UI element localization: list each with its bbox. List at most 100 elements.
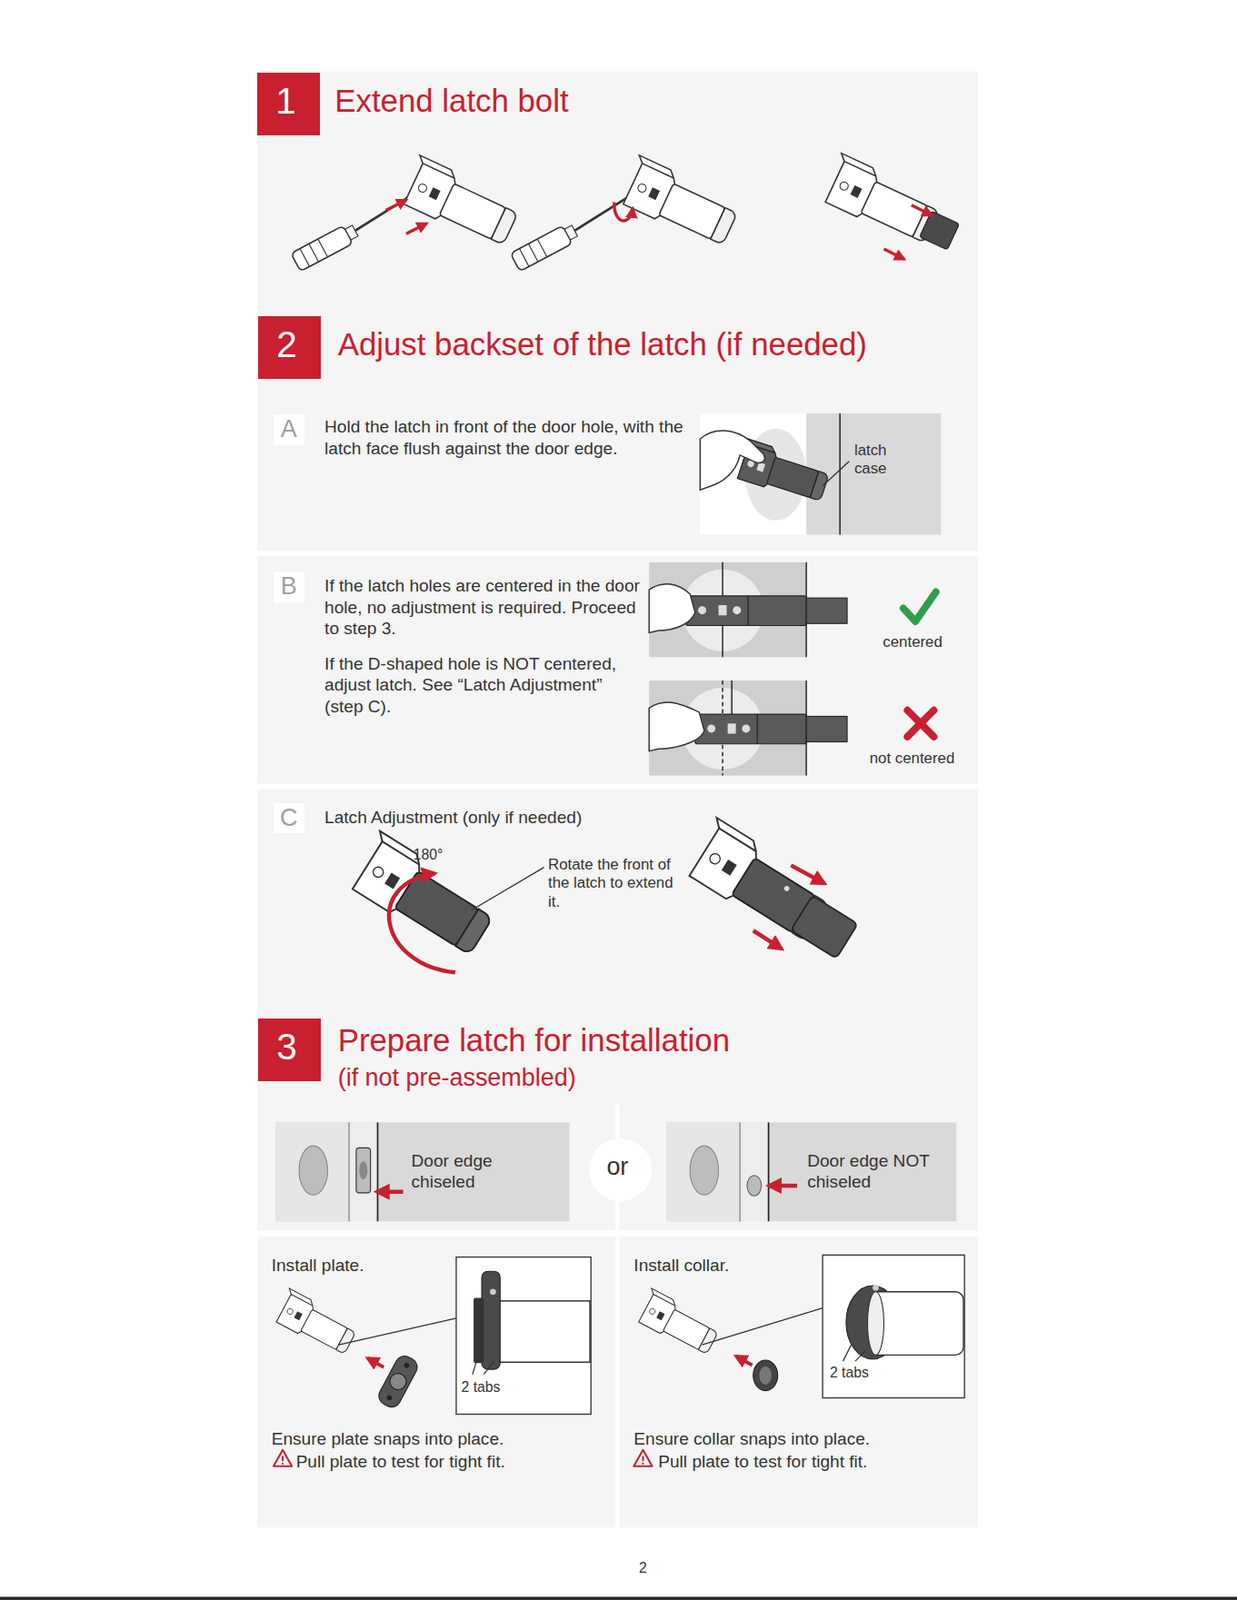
instruction-text: Latch Adjustment (only if needed) [324,807,582,829]
centered-figure-part [748,596,749,627]
install-collar-figure-part [633,1450,652,1467]
rotate-latch-figure-part-part [455,909,493,956]
install-collar-figure-part [822,1255,965,1398]
rotate-latch-figure-part [389,873,456,973]
unchiseled-door-figure-part [768,1184,798,1188]
install-plate-figure-part [375,1353,420,1411]
latch-extended-figure-part [911,205,932,216]
instruction-text: Pull plate to test for tight fit. [296,1451,506,1474]
install-collar-figure-part [872,1285,879,1292]
chiseled-door-figure [275,1122,569,1222]
install-plate-figure-part-part [387,1370,410,1393]
install-plate-figure-part [281,1456,284,1463]
install-collar-figure [633,1255,965,1467]
chiseled-door-figure-part [356,1147,371,1193]
instruction-panel: Install collar. Ensure collar snaps into … [619,1237,978,1528]
instruction-text: Pull plate to test for tight fit. [658,1451,868,1474]
step-number: 2Adjust backset of the latch (if needed) [258,316,321,380]
centered-figure-part [732,606,741,615]
screwdriver-figure-part-part [309,243,320,262]
install-collar-figure-part [702,1308,824,1346]
screwdriver-turn-figure-part-part [510,225,573,271]
panel-ground-part [257,784,978,790]
instruction-text: Install plate. [271,1255,365,1277]
screwdriver-figure-part-part [318,239,329,258]
install-plate-figure-part [473,1297,484,1364]
screwdriver-figure-part-part [290,225,353,271]
centered-figure-part [686,596,808,627]
part-label: latch case [854,441,911,479]
screwdriver-turn-figure-part [614,201,633,221]
install-plate-figure-part [273,1450,292,1467]
status-label: not centered [869,749,956,769]
install-collar-figure-part [736,1356,753,1367]
install-collar-figure-part [641,1463,644,1466]
screwdriver-turn-figure [510,155,743,272]
unchiseled-door-figure-part [768,1122,770,1222]
screwdriver-turn-figure-part-part [528,243,539,262]
not-centered-figure-part [648,702,705,752]
install-plate-figure-part [367,1358,384,1368]
note-label: Rotate the front of the latch to extend … [548,856,683,912]
install-plate-figure-part [498,1301,590,1363]
install-plate-figure-part-part [403,1362,411,1370]
latch-lengthened-figure-part-part [790,896,858,959]
latch-in-door-figure-part [838,413,841,536]
step-number-text: 3 [258,1018,316,1077]
rotate-latch-figure-part-part [346,831,500,961]
not-centered-figure-part [648,680,807,776]
install-plate-figure-part [481,1271,500,1370]
unchiseled-door-figure-part [689,1146,719,1196]
chiseled-door-figure-part [348,1122,350,1222]
chiseled-door-figure-part [377,1122,380,1222]
centered-figure-part [903,591,937,622]
not-centered-figure-part [695,714,807,745]
install-plate-figure-part [272,1288,360,1358]
latch-extended-figure-part [819,153,966,258]
install-plate-figure-part [339,1318,457,1346]
latch-in-door-figure-part [806,413,941,536]
latch-extended-figure [819,153,966,260]
not-centered-figure-part [806,716,848,742]
install-plate-figure-part [281,1463,284,1466]
part-label: 2 tabs [461,1378,501,1397]
substep-letter: C [273,803,305,835]
page-number: 2 [638,1559,648,1577]
not-centered-figure-part [907,710,934,738]
install-collar-figure-part [641,1456,644,1463]
screwdriver-figure-part-part [299,249,310,268]
chiseled-door-figure-part [349,1122,378,1222]
screwdriver-figure-part [290,221,360,272]
install-plate-figure-part [483,1361,494,1376]
substep-letter: A [273,414,305,446]
centered-figure-part [648,562,807,658]
install-collar-figure-part [758,1366,771,1386]
install-collar-figure-part [867,1292,884,1357]
instruction-text: Door edge NOT chiseled [807,1150,956,1194]
rotate-latch-figure [346,831,545,974]
latch-extended-figure-part-part [919,210,960,250]
latch-lengthened-figure-part [753,930,782,949]
door-edge-box: Door edge NOT chiseled [666,1122,961,1222]
or-circle: or [588,1138,652,1202]
step-number-text: 1 [257,72,315,130]
screwdriver-figure-part-part [345,225,359,240]
latch-lengthened-figure-part-part [783,885,791,893]
step-heading: Extend latch bolt [334,82,569,120]
screwdriver-turn-figure-part-part [564,225,578,240]
part-label: 2 tabs [829,1364,869,1382]
panel-ground-part [257,551,978,558]
step-heading: Adjust backset of the latch (if needed) [338,326,868,363]
instruction-text: Ensure collar snaps into place. [633,1428,870,1451]
install-collar-figure-part [843,1345,852,1362]
instruction-text: Ensure plate snaps into place. [271,1428,505,1451]
latch-in-door-figure [699,413,941,536]
screwdriver-figure-part [385,199,406,210]
instruction-text: If the D-shaped hole is NOT centered, ad… [324,653,641,719]
install-collar-figure-part [855,1351,866,1362]
latch-in-door-figure-part [699,413,941,536]
step-number-text: 2 [258,316,316,374]
instruction-text: Install collar. [633,1255,729,1277]
